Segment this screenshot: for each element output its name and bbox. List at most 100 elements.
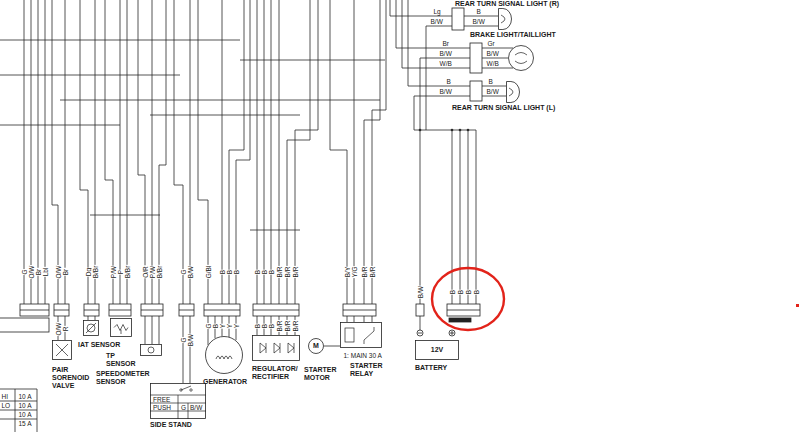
wire-color-code: LO bbox=[1, 402, 11, 409]
wire-color-code: Gr bbox=[487, 40, 495, 47]
component-box: TP SENSOR bbox=[110, 318, 132, 337]
valve-symbol bbox=[52, 340, 72, 360]
wire-color-code: Y bbox=[233, 323, 240, 328]
wire-color-code: P/W bbox=[110, 265, 117, 278]
speedo-symbol bbox=[140, 344, 162, 356]
component-box: BRAKE LIGHT/TAILLIGHT bbox=[508, 45, 534, 71]
component-name: REGULATOR/ RECTIFIER bbox=[252, 365, 298, 381]
reg-symbol bbox=[252, 335, 300, 361]
wire-color-code: B/W bbox=[439, 50, 452, 57]
component-name: GENERATOR bbox=[203, 378, 247, 386]
component-text: B/W bbox=[190, 404, 202, 411]
component-box: IAT SENSOR bbox=[83, 320, 99, 336]
wire-color-code: B/R bbox=[361, 266, 368, 278]
junction-dots bbox=[419, 129, 470, 132]
wire-color-code: B bbox=[476, 8, 481, 15]
red-annotation-circle bbox=[432, 268, 504, 330]
component-name: BATTERY bbox=[415, 364, 447, 372]
lamp-symbol bbox=[498, 8, 512, 30]
wire-color-code: 10 A bbox=[18, 402, 32, 409]
wire-color-code: B bbox=[261, 323, 268, 328]
gen-symbol bbox=[205, 336, 243, 374]
wire-color-code: B/R bbox=[284, 266, 291, 278]
wire-color-code: R bbox=[62, 326, 69, 332]
wire-color-code: B/Br bbox=[124, 265, 131, 279]
wire-color-code: B bbox=[254, 323, 261, 328]
wire-color-code: B/R bbox=[369, 266, 376, 278]
component-text: G bbox=[181, 404, 186, 411]
fuse-note: 1: MAIN 30 A bbox=[343, 352, 382, 359]
wire-color-code: B bbox=[226, 269, 233, 274]
wire-color-code: B bbox=[219, 269, 226, 274]
wire-color-code: B/W bbox=[472, 18, 485, 25]
component-text: 12V bbox=[431, 346, 443, 354]
wire-color-code: Y bbox=[226, 323, 233, 328]
iat-symbol bbox=[83, 320, 99, 336]
component-name: STARTER MOTOR bbox=[304, 366, 337, 382]
component-box: STARTER RELAY bbox=[340, 322, 382, 348]
wire-color-code: B/W bbox=[187, 333, 194, 346]
wire-color-code: G bbox=[180, 269, 187, 275]
wire-color-code: G/Bl bbox=[205, 265, 212, 279]
component-name: PAIR SORENOID VALVE bbox=[52, 366, 89, 390]
wire-color-code: B bbox=[261, 269, 268, 274]
wire-color-code: B/Br bbox=[92, 265, 99, 279]
wire-color-code: B/W bbox=[417, 285, 424, 298]
wire-color-code: B bbox=[212, 323, 219, 328]
wire-color-code: W/B bbox=[439, 60, 452, 67]
wire-color-code: Br bbox=[62, 268, 69, 276]
wire-color-code: B/Y bbox=[344, 266, 351, 277]
component-name: SPEEDOMETER SENSOR bbox=[96, 370, 150, 386]
wire-color-code: B/W bbox=[486, 88, 499, 95]
component-name: REAR TURN SIGNAL LIGHT (R) bbox=[455, 0, 559, 8]
wire-color-code: B/Br bbox=[156, 265, 163, 279]
component-box: FREEPUSHGB/WSIDE STAND bbox=[150, 383, 206, 419]
wire-color-code: O/W bbox=[55, 322, 62, 336]
wire-color-code: B bbox=[254, 269, 261, 274]
component-name: IAT SENSOR bbox=[78, 341, 120, 349]
wire-color-code: Y/G bbox=[351, 266, 358, 278]
component-box: REGULATOR/ RECTIFIER bbox=[252, 335, 300, 361]
wire-color-code: B bbox=[488, 78, 493, 85]
wire-color-code: 10 A bbox=[18, 411, 32, 418]
wire-color-code: G bbox=[21, 269, 28, 275]
connector-blocks bbox=[0, 8, 482, 332]
wire-color-code: B/W bbox=[439, 88, 452, 95]
wire-color-code: Br bbox=[35, 268, 42, 276]
component-name: BRAKE LIGHT/TAILLIGHT bbox=[470, 31, 556, 39]
wire-color-code: Dg bbox=[85, 267, 92, 276]
wire-color-code: B/R bbox=[292, 320, 299, 332]
wire-color-code: P bbox=[117, 269, 124, 274]
component-name: REAR TURN SIGNAL LIGHT (L) bbox=[452, 104, 555, 112]
wire-color-code: G bbox=[205, 323, 212, 329]
wire-color-code: B bbox=[457, 289, 464, 294]
component-box: SPEEDOMETER SENSOR bbox=[140, 344, 162, 356]
wire-color-code: O/W bbox=[28, 265, 35, 279]
wire-color-code: B bbox=[473, 289, 480, 294]
component-name: STARTER RELAY bbox=[350, 362, 383, 378]
component-box: REAR TURN SIGNAL LIGHT (L) bbox=[506, 81, 520, 103]
wire-color-code: 10 A bbox=[18, 393, 32, 400]
component-text: PUSH bbox=[153, 404, 171, 411]
wire-color-code: B bbox=[449, 289, 456, 294]
component-text: M bbox=[313, 342, 319, 350]
component-box: PAIR SORENOID VALVE bbox=[52, 340, 72, 360]
tp-symbol bbox=[110, 318, 132, 337]
wire-color-code: B bbox=[268, 323, 275, 328]
red-mark bbox=[796, 304, 799, 307]
wire-color-code: B/R bbox=[292, 266, 299, 278]
wire-color-code: O/W bbox=[55, 265, 62, 279]
component-box: GENERATOR bbox=[205, 336, 243, 374]
wire-color-code: B/W bbox=[187, 265, 194, 278]
wire-harness bbox=[0, 0, 513, 432]
wire-color-code: Y bbox=[219, 323, 226, 328]
wire-color-code: B bbox=[465, 289, 472, 294]
wire-color-code: Lbl bbox=[42, 267, 49, 277]
component-box: REAR TURN SIGNAL LIGHT (R) bbox=[498, 8, 512, 30]
component-name: SIDE STAND bbox=[150, 421, 192, 429]
component-name: TP SENSOR bbox=[106, 352, 136, 368]
lamp-symbol bbox=[506, 81, 520, 103]
wire-color-code: O/R bbox=[142, 266, 149, 279]
